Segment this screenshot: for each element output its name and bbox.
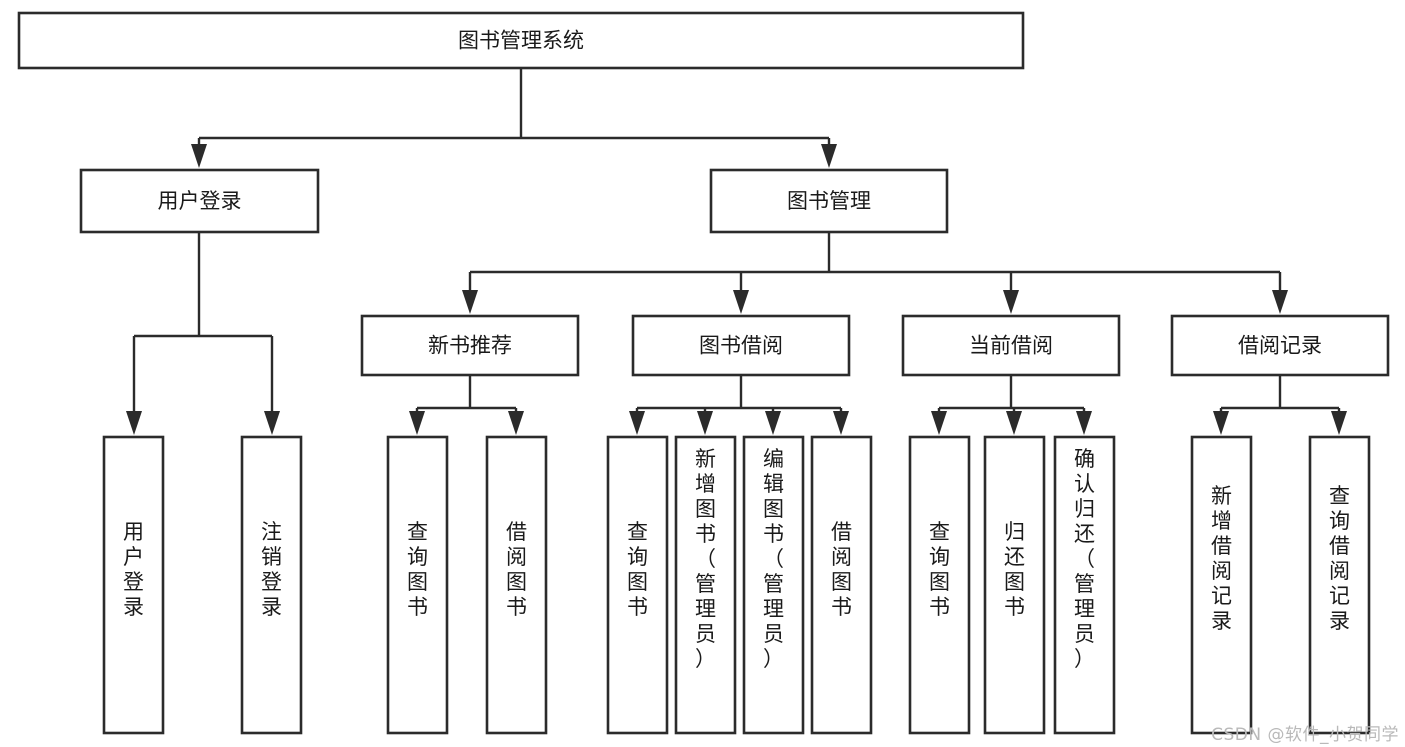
node-label: 查询图书 — [407, 520, 428, 619]
connector-e-record-children — [1213, 375, 1347, 435]
node-borrow-record[interactable]: 借阅记录 — [1170, 314, 1390, 377]
connector-line — [132, 232, 274, 427]
arrowhead-icon — [264, 411, 280, 435]
leaf-node-leaf-borrow-book-1[interactable]: 借阅图书 — [485, 435, 548, 735]
node-book-borrow[interactable]: 图书借阅 — [631, 314, 851, 377]
csdn-watermark: CSDN @软件_小贺同学 — [1211, 725, 1399, 745]
arrowhead-icon — [191, 144, 207, 168]
connector-e-current-children — [931, 375, 1092, 435]
node-user-login[interactable]: 用户登录 — [79, 168, 320, 234]
leaf-node-leaf-query-book-2[interactable]: 查询图书 — [606, 435, 669, 735]
leaf-node-leaf-return-book[interactable]: 归还图书 — [983, 435, 1046, 735]
leaf-node-leaf-user-login[interactable]: 用户登录 — [102, 435, 165, 735]
node-rect[interactable] — [1170, 314, 1390, 377]
arrowhead-icon — [833, 411, 849, 435]
node-label: 图书管理系统 — [458, 29, 584, 53]
node-label: 当前借阅 — [969, 334, 1053, 358]
node-label: 新增图书（管理员） — [695, 447, 716, 671]
node-rect[interactable] — [674, 435, 737, 735]
connector-e-book-manage-children — [462, 232, 1288, 314]
arrowhead-icon — [1331, 411, 1347, 435]
node-label: 注销登录 — [261, 520, 282, 619]
connector-line — [197, 68, 831, 160]
leaf-node-leaf-confirm-return[interactable]: 确认归还（管理员） — [1053, 435, 1116, 735]
node-rect[interactable] — [386, 435, 449, 735]
node-label: 新书推荐 — [428, 334, 512, 358]
edges-layer — [126, 68, 1347, 435]
connector-e-root-bus — [191, 68, 837, 168]
node-rect[interactable] — [240, 435, 303, 735]
node-current-borrow[interactable]: 当前借阅 — [901, 314, 1121, 377]
node-label: 图书管理 — [787, 189, 871, 213]
nodes-layer: 图书管理系统用户登录图书管理新书推荐图书借阅当前借阅借阅记录用户登录注销登录查询… — [17, 11, 1390, 735]
arrowhead-icon — [733, 290, 749, 314]
connector-e-borrow-children — [629, 375, 849, 435]
leaf-node-leaf-query-record[interactable]: 查询借阅记录 — [1308, 435, 1371, 735]
arrowhead-icon — [765, 411, 781, 435]
leaf-node-leaf-add-book[interactable]: 新增图书（管理员） — [674, 435, 737, 735]
node-label: 借阅图书 — [506, 520, 527, 619]
node-rect[interactable] — [17, 11, 1025, 70]
node-label: 查询图书 — [627, 520, 648, 619]
leaf-node-leaf-logout[interactable]: 注销登录 — [240, 435, 303, 735]
arrowhead-icon — [629, 411, 645, 435]
node-new-book-recommend[interactable]: 新书推荐 — [360, 314, 580, 377]
node-rect[interactable] — [1308, 435, 1371, 735]
arrowhead-icon — [1076, 411, 1092, 435]
node-rect[interactable] — [810, 435, 873, 735]
node-label: 借阅记录 — [1238, 334, 1322, 358]
leaf-node-leaf-edit-book[interactable]: 编辑图书（管理员） — [742, 435, 805, 735]
arrowhead-icon — [1213, 411, 1229, 435]
arrowhead-icon — [126, 411, 142, 435]
arrowhead-icon — [462, 290, 478, 314]
node-rect[interactable] — [485, 435, 548, 735]
node-book-manage[interactable]: 图书管理 — [709, 168, 949, 234]
node-rect[interactable] — [908, 435, 971, 735]
node-label: 查询借阅记录 — [1329, 484, 1350, 633]
arrowhead-icon — [697, 411, 713, 435]
connector-e-user-login-children — [126, 232, 280, 435]
arrowhead-icon — [1272, 290, 1288, 314]
connector-line — [468, 232, 1282, 306]
connector-e-recommend-children — [409, 375, 524, 435]
node-label: 归还图书 — [1004, 520, 1025, 619]
node-rect[interactable] — [1190, 435, 1253, 735]
leaf-node-leaf-add-record[interactable]: 新增借阅记录 — [1190, 435, 1253, 735]
arrowhead-icon — [1003, 290, 1019, 314]
node-rect[interactable] — [360, 314, 580, 377]
node-label: 新增借阅记录 — [1211, 484, 1232, 633]
arrowhead-icon — [931, 411, 947, 435]
node-rect[interactable] — [79, 168, 320, 234]
leaf-node-leaf-query-book-3[interactable]: 查询图书 — [908, 435, 971, 735]
node-rect[interactable] — [983, 435, 1046, 735]
node-rect[interactable] — [901, 314, 1121, 377]
node-rect[interactable] — [631, 314, 851, 377]
node-label: 查询图书 — [929, 520, 950, 619]
node-label: 图书借阅 — [699, 334, 783, 358]
connector-line — [635, 375, 843, 427]
connector-line — [1219, 375, 1341, 427]
node-rect[interactable] — [709, 168, 949, 234]
node-label: 用户登录 — [158, 189, 242, 213]
arrowhead-icon — [508, 411, 524, 435]
node-rect[interactable] — [606, 435, 669, 735]
arrowhead-icon — [1006, 411, 1022, 435]
arrowhead-icon — [409, 411, 425, 435]
leaf-node-leaf-query-book-1[interactable]: 查询图书 — [386, 435, 449, 735]
node-label: 借阅图书 — [831, 520, 852, 619]
node-rect[interactable] — [742, 435, 805, 735]
node-label: 用户登录 — [123, 520, 144, 619]
leaf-node-leaf-borrow-book-2[interactable]: 借阅图书 — [810, 435, 873, 735]
arrowhead-icon — [821, 144, 837, 168]
node-label: 编辑图书（管理员） — [763, 447, 784, 671]
connector-line — [415, 375, 518, 427]
node-label: 确认归还（管理员） — [1074, 447, 1095, 671]
node-rect[interactable] — [102, 435, 165, 735]
node-rect[interactable] — [1053, 435, 1116, 735]
root-node-root[interactable]: 图书管理系统 — [17, 11, 1025, 70]
